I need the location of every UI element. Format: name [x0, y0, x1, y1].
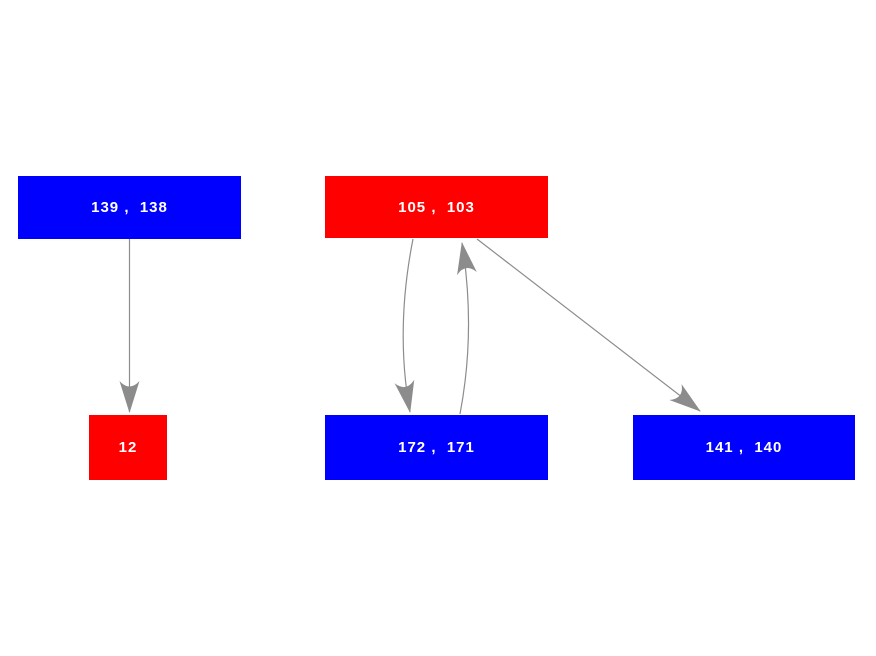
node-105-103-label: 105 , 103 [398, 198, 475, 216]
edge-105-103-to-172-171-arrow [394, 238, 415, 413]
node-12: 12 [89, 415, 167, 480]
node-172-171: 172 , 171 [325, 415, 548, 480]
node-105-103: 105 , 103 [325, 176, 548, 238]
edge-105-103-to-141-140-arrow [476, 238, 701, 412]
edge-172-171-to-105-103-arrow [457, 242, 477, 415]
node-139-138: 139 , 138 [18, 176, 241, 239]
node-12-label: 12 [118, 439, 138, 456]
node-141-140-label: 141 , 140 [705, 439, 783, 456]
node-141-140: 141 , 140 [633, 415, 855, 480]
node-139-138-label: 139 , 138 [91, 199, 168, 216]
node-172-171-label: 172 , 171 [398, 439, 475, 456]
